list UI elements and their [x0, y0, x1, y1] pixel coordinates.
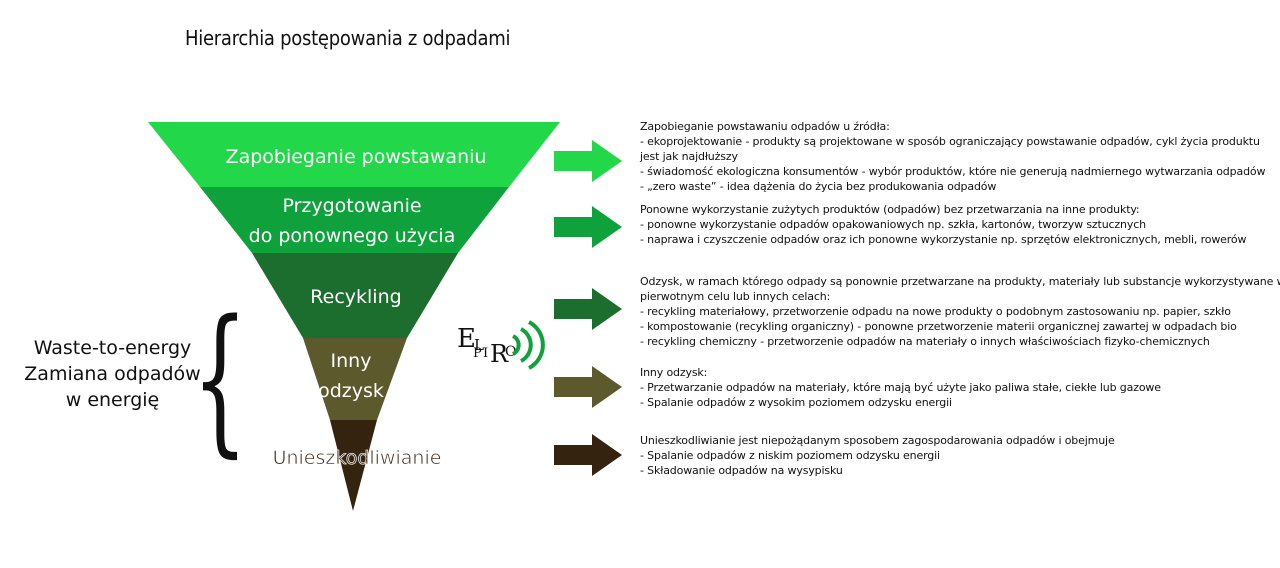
- description-line: - świadomość ekologiczna konsumentów - w…: [640, 165, 1266, 178]
- description-prevention: Zapobieganie powstawaniu odpadów u źródł…: [640, 119, 1265, 194]
- pyramid-level-recovery: [303, 338, 407, 420]
- description-line: - naprawa i czyszczenie odpadów oraz ich…: [640, 233, 1247, 246]
- description-line: - ponowne wykorzystanie odpadów opakowan…: [640, 218, 1146, 231]
- wifi-signal-icon: [511, 320, 545, 370]
- level-label-line: do ponownego użycia: [248, 225, 456, 247]
- level-label-line: Recykling: [310, 286, 402, 308]
- logo-letter: I: [483, 346, 489, 361]
- level-label-line: Unieszkodliwianie: [272, 447, 442, 470]
- description-line: Ponowne wykorzystanie zużytych produktów…: [640, 203, 1140, 216]
- description-line: - recykling materiałowy, przetworzenie o…: [640, 305, 1231, 318]
- wte-line: Zamiana odpadów: [24, 363, 201, 385]
- description-line: - „zero waste” - idea dążenia do życia b…: [640, 180, 997, 193]
- pyramid-level-disposal: [330, 420, 377, 511]
- logo-letter: O: [505, 344, 517, 360]
- description-line: Unieszkodliwianie jest niepożądanym spos…: [640, 434, 1115, 447]
- logo-letter: L: [474, 336, 484, 354]
- description-line: jest jak najdłuższy: [640, 150, 738, 163]
- logo-letter: E: [457, 324, 476, 354]
- arrow-right-icon-recycling: [554, 288, 622, 330]
- logo-letter: R: [490, 340, 509, 368]
- description-recovery: Inny odzysk: - Przetwarzanie odpadów na …: [640, 365, 1161, 410]
- level-label-line: Zapobieganie powstawaniu: [225, 146, 487, 168]
- description-line: - Przetwarzanie odpadów na materiały, kt…: [640, 381, 1161, 394]
- description-line: - recykling chemiczny - przetworzenie od…: [640, 335, 1210, 348]
- arrow-right-icon-recovery: [554, 366, 622, 408]
- pyramid-level-recycling: [252, 253, 458, 338]
- level-label-reuse: Przygotowanie do ponownego użycia: [249, 191, 456, 251]
- description-line: Zapobieganie powstawaniu odpadów u źródł…: [640, 120, 890, 133]
- arrow-right-icon-reuse: [554, 206, 622, 248]
- description-reuse: Ponowne wykorzystanie zużytych produktów…: [640, 202, 1246, 247]
- waste-to-energy-label: Waste-to-energy Zamiana odpadów w energi…: [0, 335, 225, 413]
- level-label-recycling: Recykling: [310, 282, 401, 312]
- arrow-right-icon-disposal: [554, 434, 622, 476]
- description-line: pierwotnym celu lub innych celach:: [640, 290, 831, 303]
- level-label-line: Inny: [330, 350, 372, 372]
- level-label-line: Przygotowanie: [282, 195, 422, 217]
- arrow-right-icon-prevention: [554, 140, 622, 182]
- logo-letter: P: [473, 346, 482, 361]
- curly-brace-icon: {: [192, 285, 248, 472]
- wte-line: Waste-to-energy: [33, 337, 192, 359]
- description-line: - Składowanie odpadów na wysypisku: [640, 464, 843, 477]
- pyramid-level-prevention: [148, 122, 560, 187]
- description-recycling: Odzysk, w ramach którego odpady są ponow…: [640, 274, 1280, 349]
- description-line: - Spalanie odpadów z niskim poziomem odz…: [640, 449, 940, 462]
- elpiro-logo: E L P I R O: [457, 318, 552, 378]
- description-line: - kompostowanie (recykling organiczny) -…: [640, 320, 1237, 333]
- description-line: Inny odzysk:: [640, 366, 708, 379]
- wte-line: w energię: [65, 389, 160, 411]
- page-title: Hierarchia postępowania z odpadami: [185, 26, 511, 50]
- description-line: - Spalanie odpadów z wysokim poziomem od…: [640, 396, 952, 409]
- level-label-recovery: Inny odzysk: [318, 346, 384, 406]
- description-line: - ekoprojektowanie - produkty są projekt…: [640, 135, 1260, 148]
- level-label-disposal: Unieszkodliwianie: [272, 443, 442, 473]
- description-line: Odzysk, w ramach którego odpady są ponow…: [640, 275, 1280, 288]
- level-label-line: odzysk: [318, 380, 384, 402]
- description-disposal: Unieszkodliwianie jest niepożądanym spos…: [640, 433, 1115, 478]
- pyramid-level-reuse: [200, 187, 509, 253]
- level-label-prevention: Zapobieganie powstawaniu: [226, 142, 487, 172]
